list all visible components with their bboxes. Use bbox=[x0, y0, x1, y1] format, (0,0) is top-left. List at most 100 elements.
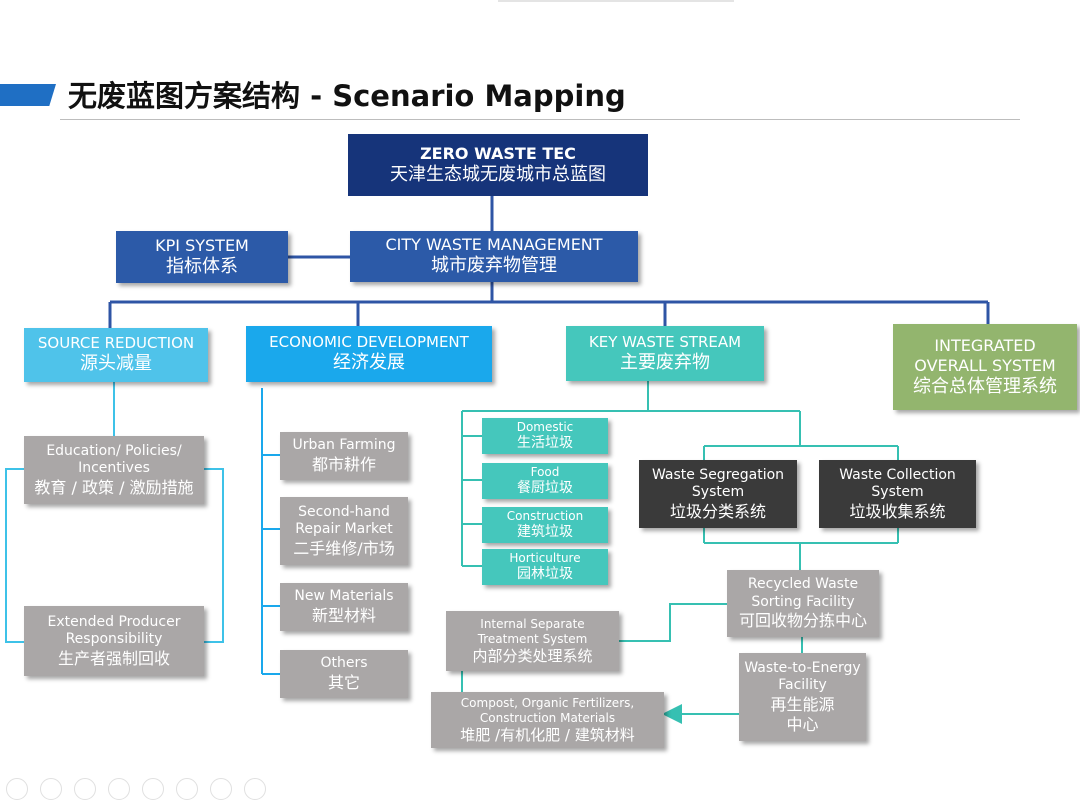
domestic-waste-node: Domestic 生活垃圾 bbox=[482, 418, 608, 454]
source-left-bracket bbox=[5, 468, 24, 643]
internal-label-en-2: Treatment System bbox=[477, 631, 588, 646]
city-label-zh: 城市废弃物管理 bbox=[431, 255, 557, 277]
food-waste-node: Food 餐厨垃圾 bbox=[482, 463, 608, 499]
education-label-en-1: Education/ Policies/ bbox=[46, 442, 182, 459]
producer-label-zh: 生产者强制回收 bbox=[57, 648, 170, 668]
key-waste-stream-node: KEY WASTE STREAM 主要废弃物 bbox=[566, 326, 764, 381]
collection-label-en-2: System bbox=[871, 484, 924, 500]
repair-label-en-1: Second-hand bbox=[298, 503, 390, 520]
materials-label-zh: 新型材料 bbox=[311, 605, 376, 625]
integrated-label-en-2: OVERALL SYSTEM bbox=[914, 355, 1056, 375]
urban-label-en: Urban Farming bbox=[292, 437, 396, 454]
source-label-en: SOURCE REDUCTION bbox=[37, 334, 195, 353]
kpi-label-en: KPI SYSTEM bbox=[155, 235, 249, 255]
food-label-zh: 餐厨垃圾 bbox=[517, 479, 573, 496]
footer-dot bbox=[244, 778, 266, 800]
collection-label-en-1: Waste Collection bbox=[839, 466, 956, 483]
footer-dot bbox=[108, 778, 130, 800]
source-right-bracket bbox=[204, 468, 224, 643]
education-policies-node: Education/ Policies/ Incentives 教育 / 政策 … bbox=[24, 436, 204, 504]
education-label-zh: 教育 / 政策 / 激励措施 bbox=[34, 477, 194, 497]
root-node: ZERO WASTE TEC 天津生态城无废城市总蓝图 bbox=[348, 134, 648, 196]
producer-label-en-2: Responsibility bbox=[65, 631, 163, 647]
energy-label-en-1: Waste-to-Energy bbox=[744, 659, 861, 676]
construction-label-en: Construction bbox=[506, 508, 584, 523]
compost-label-zh: 堆肥 /有机化肥 / 建筑材料 bbox=[460, 725, 635, 744]
integrated-label-en-1: INTEGRATED bbox=[934, 335, 1036, 355]
footer-dot bbox=[40, 778, 62, 800]
footer-controls bbox=[6, 778, 266, 800]
economic-label-en: ECONOMIC DEVELOPMENT bbox=[269, 333, 469, 352]
main-tree-connectors bbox=[108, 196, 990, 328]
internal-label-en-1: Internal Separate bbox=[480, 616, 585, 631]
stream-connectors bbox=[461, 381, 899, 724]
kpi-system-node: KPI SYSTEM 指标体系 bbox=[116, 231, 288, 283]
title-divider bbox=[60, 119, 1020, 120]
materials-label-en: New Materials bbox=[294, 588, 394, 605]
extended-producer-node: Extended Producer Responsibility 生产者强制回收 bbox=[24, 606, 204, 676]
segregation-label-en-1: Waste Segregation bbox=[651, 466, 785, 483]
top-strip bbox=[498, 0, 734, 2]
footer-dot bbox=[74, 778, 96, 800]
horticulture-label-zh: 园林垃圾 bbox=[517, 565, 573, 582]
recycled-label-zh: 可回收物分拣中心 bbox=[738, 611, 867, 630]
economic-label-zh: 经济发展 bbox=[333, 352, 405, 374]
waste-to-energy-node: Waste-to-Energy Facility 再生能源 中心 bbox=[739, 653, 866, 741]
others-label-zh: 其它 bbox=[327, 672, 360, 692]
compost-label-en-2: Construction Materials bbox=[479, 710, 616, 725]
construction-label-zh: 建筑垃圾 bbox=[517, 523, 573, 540]
domestic-label-en: Domestic bbox=[516, 419, 574, 434]
source-connectors bbox=[5, 382, 224, 643]
source-label-zh: 源头减量 bbox=[80, 353, 152, 375]
compost-materials-node: Compost, Organic Fertilizers, Constructi… bbox=[431, 692, 664, 748]
horticulture-label-en: Horticulture bbox=[509, 550, 581, 565]
economic-connectors bbox=[261, 388, 280, 675]
city-waste-management-node: CITY WASTE MANAGEMENT 城市废弃物管理 bbox=[350, 231, 638, 282]
construction-waste-node: Construction 建筑垃圾 bbox=[482, 507, 608, 543]
integrated-label-zh: 综合总体管理系统 bbox=[913, 375, 1057, 397]
producer-label-en-1: Extended Producer bbox=[47, 613, 181, 630]
waste-segregation-system-node: Waste Segregation System 垃圾分类系统 bbox=[639, 460, 797, 528]
urban-farming-node: Urban Farming 都市耕作 bbox=[280, 432, 408, 480]
compost-label-en-1: Compost, Organic Fertilizers, bbox=[460, 695, 635, 710]
domestic-label-zh: 生活垃圾 bbox=[517, 434, 573, 451]
repair-label-en-2: Repair Market bbox=[295, 521, 393, 537]
integrated-overall-system-node: INTEGRATED OVERALL SYSTEM 综合总体管理系统 bbox=[893, 324, 1077, 410]
education-label-en-2: Incentives bbox=[78, 460, 150, 476]
repair-label-zh: 二手维修/市场 bbox=[293, 538, 395, 558]
collection-label-zh: 垃圾收集系统 bbox=[849, 501, 946, 521]
root-label-en: ZERO WASTE TEC bbox=[420, 143, 576, 163]
energy-label-zh-2: 中心 bbox=[786, 714, 819, 734]
footer-dot bbox=[210, 778, 232, 800]
title-accent-bar bbox=[0, 84, 56, 106]
segregation-label-zh: 垃圾分类系统 bbox=[669, 501, 766, 521]
waste-collection-system-node: Waste Collection System 垃圾收集系统 bbox=[819, 460, 976, 528]
others-node: Others 其它 bbox=[280, 650, 408, 698]
city-label-en: CITY WASTE MANAGEMENT bbox=[385, 235, 603, 255]
page-title: 无废蓝图方案结构 - Scenario Mapping bbox=[68, 79, 626, 113]
food-label-en: Food bbox=[530, 464, 560, 479]
recycled-label-en-2: Sorting Facility bbox=[751, 593, 855, 610]
recycled-to-internal-line bbox=[619, 603, 727, 642]
urban-label-zh: 都市耕作 bbox=[311, 454, 376, 474]
recycled-label-en-1: Recycled Waste bbox=[747, 576, 859, 592]
second-hand-repair-node: Second-hand Repair Market 二手维修/市场 bbox=[280, 497, 408, 565]
internal-label-zh: 内部分类处理系统 bbox=[472, 646, 593, 665]
recycled-sorting-facility-node: Recycled Waste Sorting Facility 可回收物分拣中心 bbox=[727, 570, 879, 637]
root-label-zh: 天津生态城无废城市总蓝图 bbox=[390, 163, 606, 185]
footer-dot bbox=[142, 778, 164, 800]
internal-treatment-system-node: Internal Separate Treatment System 内部分类处… bbox=[446, 611, 619, 671]
segregation-label-en-2: System bbox=[691, 484, 745, 500]
footer-dot bbox=[6, 778, 28, 800]
energy-label-en-2: Facility bbox=[778, 677, 827, 693]
stream-label-zh: 主要废弃物 bbox=[620, 351, 710, 373]
others-label-en: Others bbox=[320, 655, 368, 672]
energy-label-zh-1: 再生能源 bbox=[770, 694, 835, 714]
new-materials-node: New Materials 新型材料 bbox=[280, 583, 408, 631]
economic-development-node: ECONOMIC DEVELOPMENT 经济发展 bbox=[246, 326, 492, 382]
source-reduction-node: SOURCE REDUCTION 源头减量 bbox=[24, 328, 208, 382]
kpi-label-zh: 指标体系 bbox=[166, 255, 238, 277]
footer-dot bbox=[176, 778, 198, 800]
stream-label-en: KEY WASTE STREAM bbox=[588, 332, 742, 351]
